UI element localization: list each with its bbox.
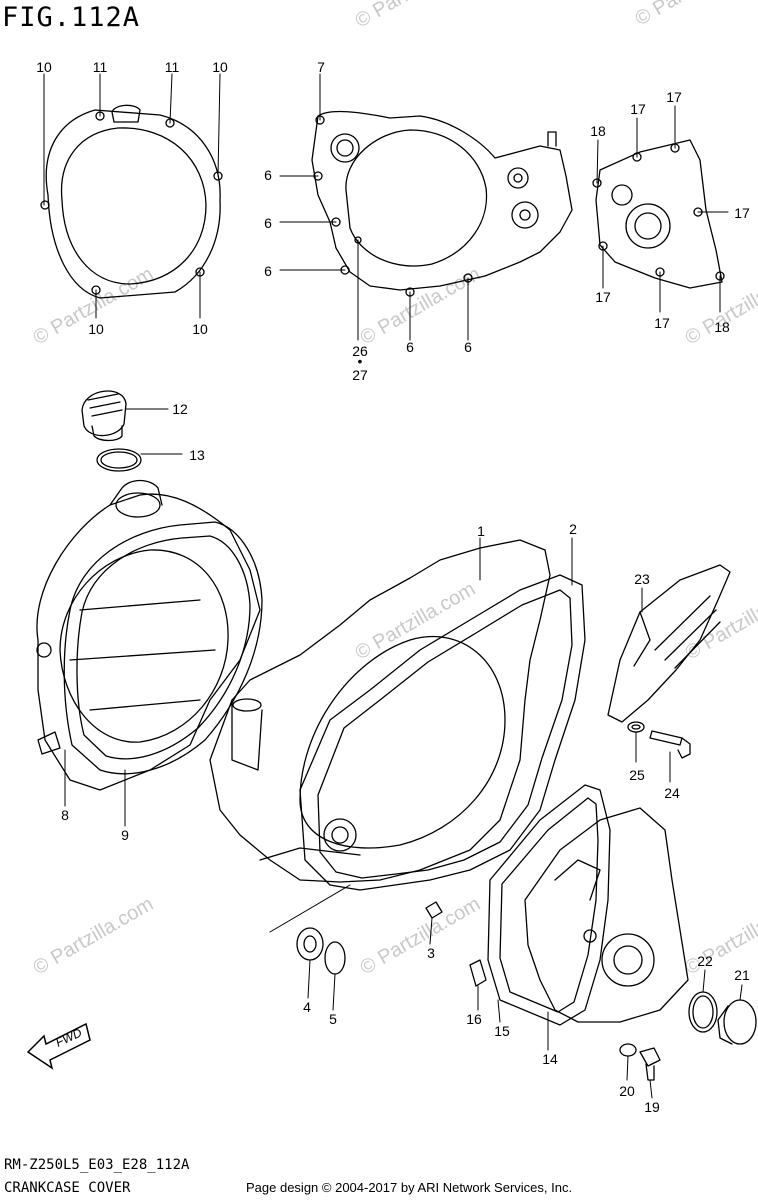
o-ring-13-drawing [96, 448, 142, 472]
callout-label: 20 [619, 1083, 635, 1099]
callout-label: 3 [427, 945, 435, 961]
callout-label: 6 [464, 339, 472, 355]
callout-labels: 10 11 11 10 10 10 7 6 6 6 6 6 26 • 27 18… [36, 59, 750, 1115]
callout-label: • [358, 353, 363, 369]
watermark: © Partzilla.com [352, 578, 480, 664]
watermark: © Partzilla.com [682, 578, 758, 664]
clutch-cover-drawing [36, 479, 261, 791]
dowel-pin-16-drawing [469, 959, 487, 987]
crankcase-drawing [209, 539, 551, 883]
page-credit: Page design © 2004-2017 by ARI Network S… [246, 1180, 573, 1195]
callout-label: 15 [494, 1023, 510, 1039]
watermark: © Partzilla.com [30, 893, 158, 979]
callout-label: 22 [697, 953, 713, 969]
callout-label: 10 [212, 59, 228, 75]
callout-label: 25 [629, 767, 645, 783]
clutch-cover-gasket-drawing [63, 521, 263, 775]
washer-25-drawing [627, 721, 645, 733]
callout-label: 16 [466, 1011, 482, 1027]
callout-label: 4 [303, 999, 311, 1015]
callout-label: 21 [734, 967, 750, 983]
crankcase-gasket-upper-drawing [311, 110, 573, 297]
callout-label: 10 [192, 321, 208, 337]
callout-label: 10 [88, 321, 104, 337]
callout-label: 14 [542, 1051, 558, 1067]
callout-label: 17 [654, 315, 670, 331]
callout-label: 17 [666, 89, 682, 105]
callout-label: 7 [317, 59, 325, 75]
clutch-cover-gasket-drawing [40, 104, 223, 299]
callout-label: 11 [165, 59, 180, 75]
watermark-group: © Partzilla.com © Partzilla.com © Partzi… [30, 0, 758, 979]
watermark: © Partzilla.com [357, 893, 485, 979]
callout-label: 17 [595, 289, 611, 305]
callout-label: 8 [61, 807, 69, 823]
bolt-24-drawing [649, 730, 691, 759]
crankcase-gasket-drawing [299, 574, 586, 891]
callout-label: 2 [569, 521, 577, 537]
water-pump-gasket-drawing [487, 784, 611, 1026]
watermark: © Partzilla.com [632, 0, 758, 30]
callout-label: 10 [36, 59, 52, 75]
figure-name: CRANKCASE COVER [4, 1180, 131, 1196]
washer-20-drawing [619, 1043, 637, 1057]
callout-label: 6 [264, 263, 272, 279]
leader-lines [43, 73, 743, 1099]
watermark: © Partzilla.com [352, 0, 480, 32]
drain-bolt-19-drawing [639, 1047, 661, 1081]
water-pump-cover-upper-drawing [592, 139, 725, 289]
callout-label: 6 [264, 215, 272, 231]
callout-label: 13 [189, 447, 205, 463]
oil-seal-4-drawing [296, 927, 324, 961]
callout-label: 19 [644, 1099, 660, 1115]
callout-label: 26 [352, 343, 368, 359]
callout-label: 6 [406, 339, 414, 355]
figure-title: FIG.112A [2, 2, 141, 33]
callout-label: 17 [734, 205, 750, 221]
plug-21-drawing [717, 999, 757, 1045]
callout-label: 24 [664, 785, 680, 801]
callout-label: 18 [590, 123, 606, 139]
callout-label: 11 [93, 59, 108, 75]
callout-label: 1 [477, 523, 485, 539]
callout-label: 9 [121, 827, 129, 843]
circlip-5-drawing [324, 941, 346, 975]
guard-plate-drawing [607, 564, 731, 723]
callout-label: 23 [634, 571, 650, 587]
callout-label: 27 [352, 367, 368, 383]
water-pump-cover-drawing [524, 807, 689, 1023]
callout-label: 18 [714, 319, 730, 335]
callout-label: 6 [264, 167, 272, 183]
oil-filler-cap-drawing [81, 390, 127, 442]
callout-label: 12 [172, 401, 188, 417]
figure-code: RM-Z250L5_E03_E28_112A [4, 1157, 190, 1173]
fwd-direction-badge: FWD [26, 1022, 91, 1070]
o-ring-22-drawing [688, 991, 718, 1033]
callout-label: 17 [630, 101, 646, 117]
dowel-pin-3-drawing [425, 901, 443, 919]
callout-label: 5 [329, 1011, 337, 1027]
